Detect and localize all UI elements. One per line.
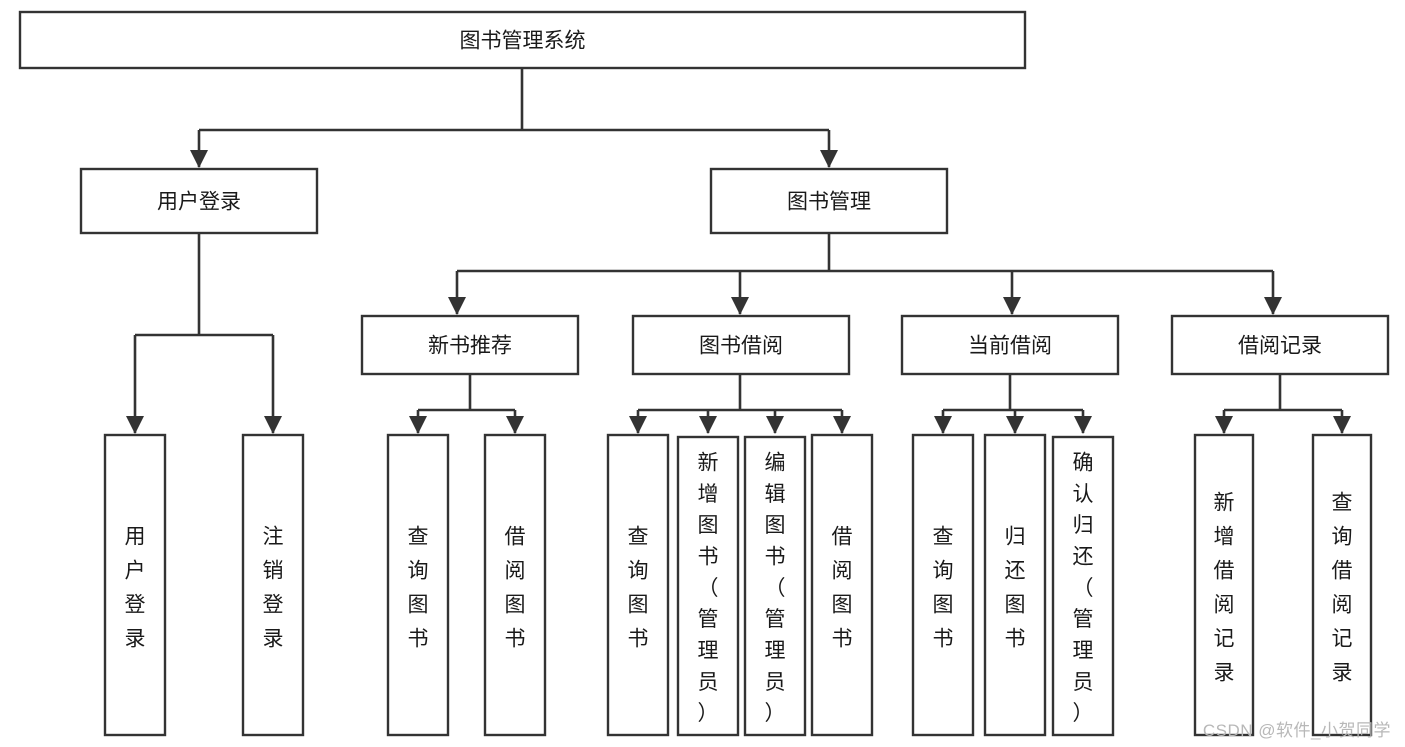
node-box [631,314,851,376]
node-box [810,433,874,737]
node-label: 确认归还（管理员） [1073,451,1094,725]
node-root[interactable]: 图书管理系统 [18,10,1027,70]
node-label: 借阅图书 [505,526,526,651]
arrow-head-icon [934,416,952,434]
node-box [103,433,167,737]
node-borrow-record[interactable]: 借阅记录 [1170,314,1390,376]
node-label: 用户登录 [157,191,241,214]
node-box [1311,433,1373,737]
node-label: 归还图书 [1005,526,1026,651]
node-label: 当前借阅 [968,335,1052,358]
node-user-login[interactable]: 用户登录 [79,167,319,235]
node-label: 借阅记录 [1238,335,1322,358]
node-leaf-add-record[interactable]: 新增借阅记录 [1193,433,1255,737]
node-label: 新增借阅记录 [1214,492,1235,685]
node-label: 图书管理 [787,191,871,214]
node-leaf-borrow-book-2[interactable]: 借阅图书 [810,433,874,737]
arrow-head-icon [1333,416,1351,434]
node-leaf-edit-book[interactable]: 编辑图书（管理员） [743,435,807,737]
arrow-head-icon [629,416,647,434]
node-layer: 图书管理系统用户登录图书管理新书推荐图书借阅当前借阅借阅记录用户登录注销登录查询… [18,10,1390,737]
arrow-head-icon [126,416,144,434]
node-box [360,314,580,376]
node-label: 查询图书 [933,526,954,651]
node-box [900,314,1120,376]
node-leaf-query-record[interactable]: 查询借阅记录 [1311,433,1373,737]
arrow-head-icon [506,416,524,434]
arrow-head-icon [1003,297,1021,315]
node-leaf-query-book-3[interactable]: 查询图书 [911,433,975,737]
node-label: 编辑图书（管理员） [765,451,786,725]
arrow-head-icon [409,416,427,434]
node-box [241,433,305,737]
connector-layer [126,68,1351,434]
node-box [983,433,1047,737]
node-leaf-add-book[interactable]: 新增图书（管理员） [676,435,740,737]
node-box [1170,314,1390,376]
node-box [483,433,547,737]
arrow-head-icon [1006,416,1024,434]
node-leaf-borrow-book-1[interactable]: 借阅图书 [483,433,547,737]
node-box [676,435,740,737]
arrow-head-icon [190,150,208,168]
arrow-head-icon [699,416,717,434]
node-new-book-rec[interactable]: 新书推荐 [360,314,580,376]
node-leaf-query-book-1[interactable]: 查询图书 [386,433,450,737]
arrow-head-icon [1074,416,1092,434]
node-book-manage[interactable]: 图书管理 [709,167,949,235]
node-label: 借阅图书 [832,526,853,651]
arrow-head-icon [1215,416,1233,434]
node-leaf-query-book-2[interactable]: 查询图书 [606,433,670,737]
node-label: 用户登录 [125,526,146,651]
arrow-head-icon [1264,297,1282,315]
arrow-head-icon [766,416,784,434]
node-box [743,435,807,737]
arrow-head-icon [264,416,282,434]
node-label: 图书管理系统 [460,30,586,53]
node-book-borrow[interactable]: 图书借阅 [631,314,851,376]
arrow-head-icon [820,150,838,168]
node-box [911,433,975,737]
node-label: 新书推荐 [428,335,512,358]
arrow-head-icon [448,297,466,315]
node-box [386,433,450,737]
arrow-head-icon [833,416,851,434]
node-leaf-logout[interactable]: 注销登录 [241,433,305,737]
node-box [1193,433,1255,737]
node-leaf-return-book[interactable]: 归还图书 [983,433,1047,737]
arrow-head-icon [731,297,749,315]
node-box [79,167,319,235]
node-label: 查询图书 [408,526,429,651]
node-box [18,10,1027,70]
node-label: 注销登录 [263,526,284,651]
node-box [606,433,670,737]
node-leaf-confirm-return[interactable]: 确认归还（管理员） [1051,435,1115,737]
node-label: 新增图书（管理员） [698,451,719,725]
node-leaf-user-login[interactable]: 用户登录 [103,433,167,737]
node-label: 查询借阅记录 [1332,492,1353,685]
node-box [1051,435,1115,737]
node-label: 查询图书 [628,526,649,651]
node-label: 图书借阅 [699,335,783,358]
node-current-borrow[interactable]: 当前借阅 [900,314,1120,376]
node-box [709,167,949,235]
